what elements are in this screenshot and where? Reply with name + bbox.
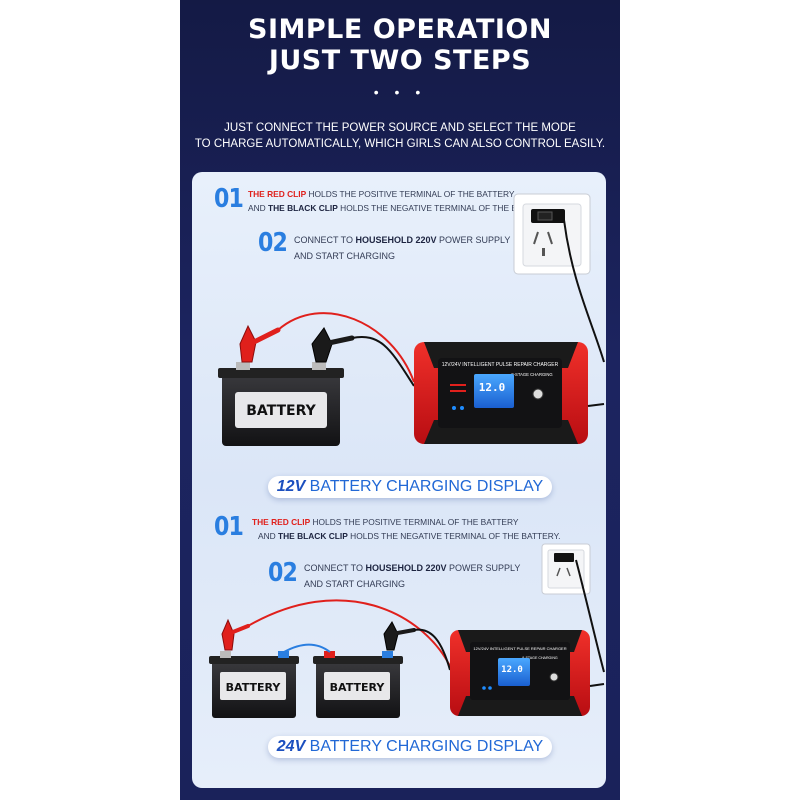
step-1-and: AND xyxy=(248,203,269,213)
battery-icon: BATTERY xyxy=(209,651,299,718)
lcd-value: 12.0 xyxy=(501,665,523,675)
step-2-number-24v: 02 xyxy=(268,558,298,588)
step-2-text-b: POWER SUPPLY xyxy=(436,235,511,245)
charger-stage: 9-STAGE CHARGING xyxy=(511,372,552,377)
charger-stage: 9-STAGE CHARGING xyxy=(522,656,558,660)
black-clip-icon xyxy=(383,621,416,651)
step-1-number-24v: 01 xyxy=(214,512,244,542)
red-clip-label: THE RED CLIP xyxy=(252,517,311,527)
banner-24v-text: BATTERY CHARGING DISPLAY xyxy=(305,738,544,755)
banner-24v-volt: 24V xyxy=(276,738,306,755)
title-line-2: JUST TWO STEPS xyxy=(268,45,532,76)
black-clip-label: THE BLACK CLIP xyxy=(278,531,348,541)
battery-icon: BATTERY xyxy=(218,362,344,446)
lcd-value: 12.0 xyxy=(479,381,506,394)
page-title: SIMPLE OPERATION JUST TWO STEPS xyxy=(180,14,620,76)
charger-icon: 12V/24V INTELLIGENT PULSE REPAIR CHARGER… xyxy=(414,342,588,444)
title-line-1: SIMPLE OPERATION xyxy=(248,14,552,45)
step-2-bold: HOUSEHOLD 220V xyxy=(365,563,447,573)
banner-12v-volt: 12V xyxy=(276,478,306,495)
black-clip-label: THE BLACK CLIP xyxy=(268,203,338,213)
charger-title: 12V/24V INTELLIGENT PULSE REPAIR CHARGER xyxy=(473,646,566,651)
step-2-number-12v: 02 xyxy=(258,228,288,258)
step-2-text-c: AND START CHARGING xyxy=(294,251,396,261)
step-2-text-24v: CONNECT TO HOUSEHOLD 220V POWER SUPPLY A… xyxy=(304,560,520,592)
battery-1-label: BATTERY xyxy=(226,681,282,694)
banner-24v: 24V BATTERY CHARGING DISPLAY xyxy=(268,736,552,758)
step-2-text-a: CONNECT TO xyxy=(294,235,356,245)
banner-12v: 12V BATTERY CHARGING DISPLAY xyxy=(268,476,552,498)
subtitle: JUST CONNECT THE POWER SOURCE AND SELECT… xyxy=(180,120,620,152)
step-1-and: AND xyxy=(258,531,279,541)
red-clip-icon xyxy=(221,618,250,651)
black-clip-icon xyxy=(311,327,355,363)
battery-icon: BATTERY xyxy=(313,651,403,718)
charger-icon: 12V/24V INTELLIGENT PULSE REPAIR CHARGER… xyxy=(450,630,590,716)
illustration-canvas: BATTERY 12V/24V INTELLIGENT PULSE REPAIR… xyxy=(209,193,605,718)
subtitle-line-2: TO CHARGE AUTOMATICALLY, WHICH GIRLS CAN… xyxy=(194,138,606,150)
step-1-text-24v: THE RED CLIP HOLDS THE POSITIVE TERMINAL… xyxy=(252,515,561,543)
step-1-number-12v: 01 xyxy=(214,184,244,214)
step-2-text-12v: CONNECT TO HOUSEHOLD 220V POWER SUPPLY A… xyxy=(294,232,510,264)
charger-title: 12V/24V INTELLIGENT PULSE REPAIR CHARGER xyxy=(442,362,559,368)
step-2-bold: HOUSEHOLD 220V xyxy=(355,235,437,245)
subtitle-line-1: JUST CONNECT THE POWER SOURCE AND SELECT… xyxy=(224,122,576,134)
battery-2-label: BATTERY xyxy=(330,681,386,694)
battery-label: BATTERY xyxy=(246,403,316,419)
step-2-text-b: POWER SUPPLY xyxy=(446,563,521,573)
title-dots: • • • xyxy=(373,84,427,100)
step-1-text-12v: THE RED CLIP HOLDS THE POSITIVE TERMINAL… xyxy=(248,187,551,215)
step-2-text-a: CONNECT TO xyxy=(304,563,366,573)
step-1-text-a: HOLDS THE POSITIVE TERMINAL OF THE BATTE… xyxy=(306,189,515,199)
instruction-panel: 01 THE RED CLIP HOLDS THE POSITIVE TERMI… xyxy=(192,172,606,788)
step-2-text-c: AND START CHARGING xyxy=(304,579,406,589)
red-clip-icon xyxy=(239,324,281,363)
wall-socket-icon xyxy=(541,543,591,595)
banner-12v-text: BATTERY CHARGING DISPLAY xyxy=(305,478,544,495)
wall-socket-icon xyxy=(513,193,591,275)
poster: SIMPLE OPERATION JUST TWO STEPS • • • JU… xyxy=(180,0,620,800)
step-1-text-b: HOLDS THE NEGATIVE TERMINAL OF THE BATTE… xyxy=(337,203,551,213)
step-1-text-b: HOLDS THE NEGATIVE TERMINAL OF THE BATTE… xyxy=(347,531,561,541)
step-1-text-a: HOLDS THE POSITIVE TERMINAL OF THE BATTE… xyxy=(310,517,519,527)
red-clip-label: THE RED CLIP xyxy=(248,189,307,199)
